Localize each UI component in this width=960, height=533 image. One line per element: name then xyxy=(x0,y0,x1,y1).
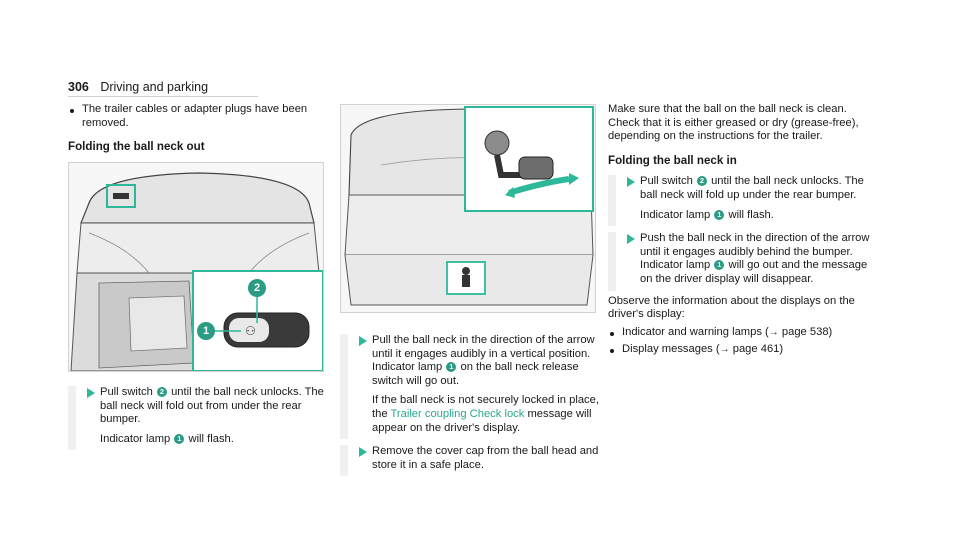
step-bar xyxy=(340,334,348,440)
step-arrow-icon xyxy=(359,336,367,346)
observe-text: Observe the information about the displa… xyxy=(608,294,855,321)
bullet-text: The trailer cables or adapter plugs have… xyxy=(82,103,308,129)
step-text: Indicator lamp 1 will go out and the mes… xyxy=(640,259,868,285)
step-text: Pull the ball neck in the direction of t… xyxy=(372,334,595,387)
step-text: Remove the cover cap from the ball head … xyxy=(372,445,599,471)
section-title: Driving and parking xyxy=(100,80,209,94)
badge-1: 1 xyxy=(714,260,725,271)
step-pull-switch: Pull switch 2 until the ball neck unlock… xyxy=(68,386,328,451)
svg-text:⚇: ⚇ xyxy=(245,324,256,338)
figure-ball-neck xyxy=(340,104,596,313)
column-left-steps: Pull switch 2 until the ball neck unlock… xyxy=(68,380,328,451)
column-left: The trailer cables or adapter plugs have… xyxy=(68,103,328,162)
bullet-dot xyxy=(610,331,614,336)
step-arrow-icon xyxy=(359,447,367,458)
step-arrow-icon xyxy=(627,234,635,245)
xref-arrow-icon: → xyxy=(719,344,730,356)
column-right: Make sure that the ball on the ball neck… xyxy=(608,103,873,357)
header-rule xyxy=(68,96,258,97)
list-item: Indicator and warning lamps (→ page 538) xyxy=(608,326,873,340)
step-push-ball-neck: Push the ball neck in the direction of t… xyxy=(608,232,873,291)
step-bar xyxy=(608,175,616,227)
bullet-dot xyxy=(610,349,614,354)
page-number: 306 xyxy=(68,80,89,94)
step-arrow-icon xyxy=(627,177,635,188)
step-bar xyxy=(340,445,348,477)
badge-2: 2 xyxy=(696,176,707,187)
step-text: Indicator lamp 1 will flash. xyxy=(640,208,774,221)
step-remove-cap: Remove the cover cap from the ball head … xyxy=(340,445,600,477)
step-text: Indicator lamp 1 will flash. xyxy=(100,432,234,445)
step-text: Pull switch 2 until the ball neck unlock… xyxy=(100,386,324,426)
intro-text: Make sure that the ball on the ball neck… xyxy=(608,103,859,143)
page-header: 306 Driving and parking xyxy=(68,80,208,94)
step-arrow-icon xyxy=(87,388,95,398)
step-pull-switch: Pull switch 2 until the ball neck unlock… xyxy=(608,175,873,227)
section-heading: Folding the ball neck in xyxy=(608,153,737,167)
bullet-dot xyxy=(70,109,74,113)
badge-1: 1 xyxy=(174,433,185,444)
list-item: Display messages (→ page 461) xyxy=(608,343,873,357)
callout-1: 1 xyxy=(197,322,215,340)
column-middle: Pull the ball neck in the direction of t… xyxy=(340,328,600,477)
list-item: The trailer cables or adapter plugs have… xyxy=(68,103,328,130)
step-text: If the ball neck is not securely locked … xyxy=(372,394,599,434)
badge-1: 1 xyxy=(714,209,725,220)
step-bar xyxy=(608,232,616,291)
section-heading: Folding the ball neck out xyxy=(68,140,205,154)
page-ref-link[interactable]: page 538) xyxy=(778,325,833,338)
step-pull-ball-neck: Pull the ball neck in the direction of t… xyxy=(340,334,600,440)
step-text: Pull switch 2 until the ball neck unlock… xyxy=(640,175,864,201)
message-link[interactable]: Trailer coupling Check lock xyxy=(390,407,525,420)
figure-tailgate-switch: ⚇ 2 1 xyxy=(68,162,324,372)
xref-arrow-icon: → xyxy=(768,326,779,338)
page-ref-link[interactable]: page 461) xyxy=(729,343,784,356)
badge-2: 2 xyxy=(156,387,167,397)
step-bar xyxy=(68,386,76,451)
step-text: Push the ball neck in the direction of t… xyxy=(640,232,870,258)
callout-2: 2 xyxy=(248,279,266,297)
badge-1: 1 xyxy=(446,362,457,373)
